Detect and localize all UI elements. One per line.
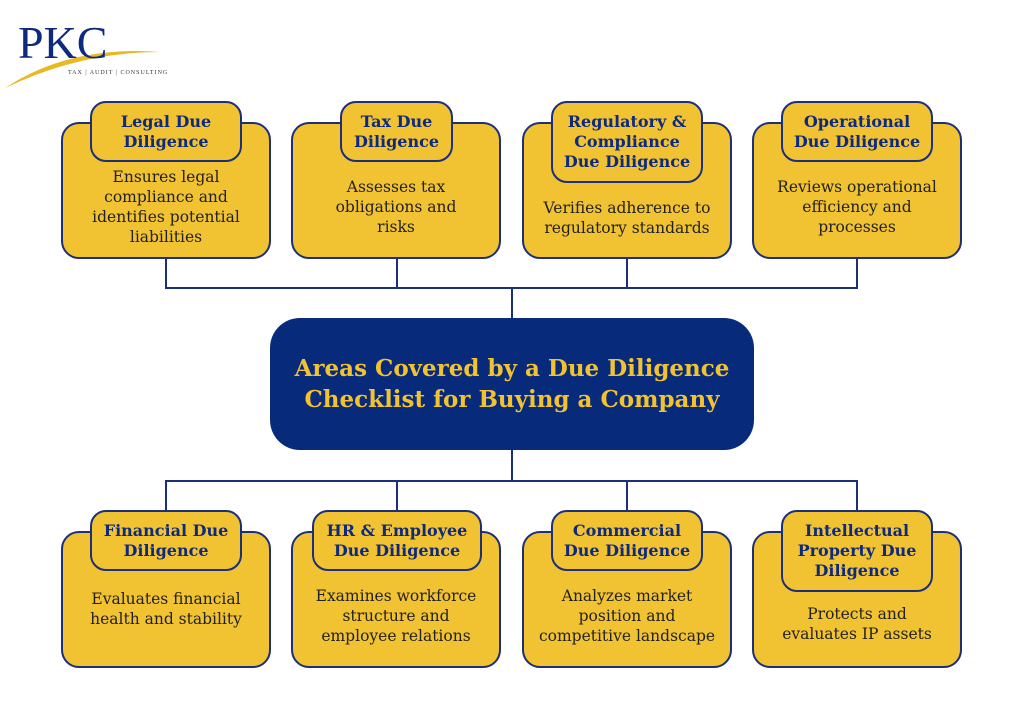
card-title: Commercial Due Diligence (551, 510, 703, 571)
svg-text:PKC: PKC (18, 17, 107, 68)
card-title: Operational Due Diligence (781, 101, 933, 162)
card-title: Legal Due Diligence (90, 101, 242, 162)
card-desc: Examines workforce structure and employe… (315, 587, 477, 645)
pkc-logo: PKC TAX | AUDIT | CONSULTING (0, 0, 170, 95)
card-desc: Verifies adherence to regulatory standar… (543, 199, 711, 237)
svg-text:TAX | AUDIT | CONSULTING: TAX | AUDIT | CONSULTING (68, 70, 168, 76)
card-desc: Evaluates financial health and stability (90, 590, 242, 628)
card-title: Financial Due Diligence (90, 510, 242, 571)
card-title: Intellectual Property Due Diligence (781, 510, 933, 592)
card-desc: Analyzes market position and competitive… (538, 587, 716, 645)
center-title: Areas Covered by a Due Diligence Checkli… (270, 318, 754, 450)
card-desc: Ensures legal compliance and identifies … (92, 168, 240, 246)
card-title: Tax Due Diligence (340, 101, 453, 162)
card-title: HR & Employee Due Diligence (312, 510, 482, 571)
card-desc: Reviews operational efficiency and proce… (777, 178, 937, 236)
card-title: Regulatory & Compliance Due Diligence (551, 101, 703, 183)
card-desc: Protects and evaluates IP assets (782, 605, 932, 643)
card-desc: Assesses tax obligations and risks (335, 178, 457, 236)
